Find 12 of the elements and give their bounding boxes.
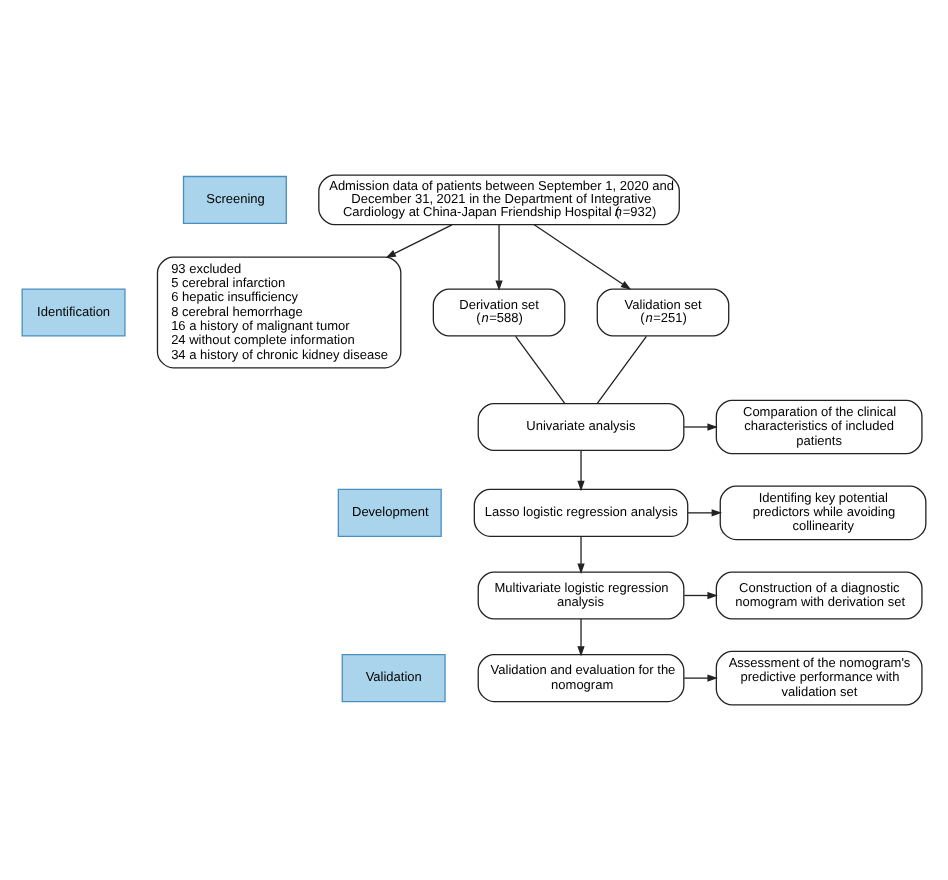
arrow [687, 509, 723, 517]
arrow [385, 224, 453, 258]
connector [596, 335, 648, 405]
arrow [495, 224, 503, 291]
arrow [577, 449, 585, 492]
arrow [577, 618, 585, 657]
arrow [683, 674, 718, 682]
arrow [683, 423, 718, 431]
connector [515, 335, 566, 405]
arrow [533, 224, 632, 290]
arrow [683, 591, 718, 600]
arrow [577, 535, 585, 574]
